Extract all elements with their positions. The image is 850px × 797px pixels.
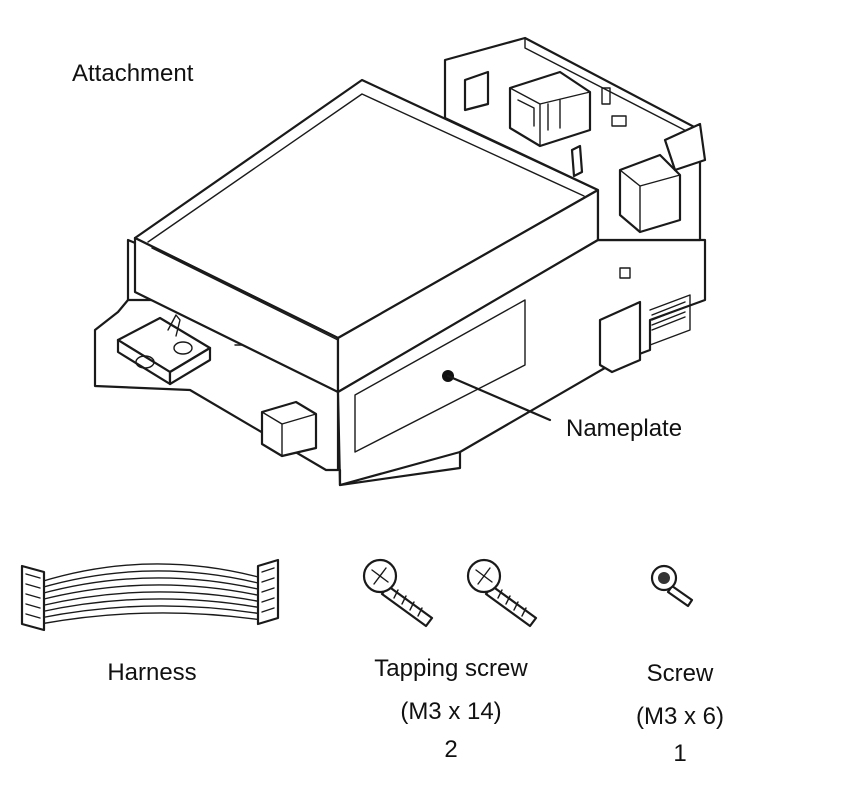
harness-drawing [20,558,280,632]
tapping-screw-drawing-2 [466,558,538,628]
screw-drawing [650,564,694,608]
screw-size: (M3 x 6) [635,703,725,730]
screw-quantity: 1 [673,740,687,767]
harness-label: Harness [107,659,197,686]
nameplate-leader-line [446,374,552,422]
tapping-screw-quantity: 2 [444,736,458,763]
tapping-screw-label: Tapping screw [374,655,528,682]
tapping-screw-drawing-1 [362,558,434,628]
screw-label: Screw [646,660,714,687]
nameplate-label: Nameplate [566,415,683,442]
attachment-label: Attachment [72,60,194,87]
attachment-housing [93,36,707,487]
tapping-screw-size: (M3 x 14) [400,698,502,725]
